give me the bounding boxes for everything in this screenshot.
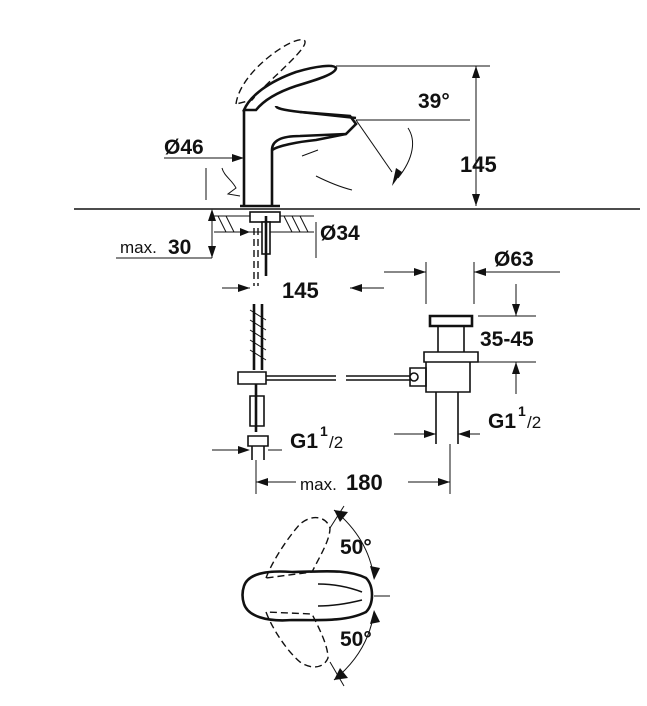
max-length-dimension: max. 180: [255, 444, 451, 495]
body-diameter-label: Ø46: [164, 136, 204, 159]
tap-thread-frac: 1: [320, 423, 328, 439]
lever-raised-outline: [235, 38, 306, 105]
reach-label: 145: [282, 278, 319, 303]
rotation-lower-label: 50°: [340, 628, 372, 651]
hole-diameter-label: Ø34: [320, 222, 360, 245]
faucet-side-view: [235, 38, 358, 208]
height-label: 145: [460, 152, 497, 177]
rotation-upper-label: 50°: [340, 536, 372, 559]
lever: [242, 64, 338, 112]
lever-rotated-lower: [264, 611, 329, 668]
lever-rotated-upper: [264, 517, 331, 579]
spout-angle-dimension: 39°: [301, 90, 470, 191]
tap-thread-main: G1: [290, 430, 318, 453]
popup-diameter-dimension: Ø63: [384, 248, 560, 304]
lever-top: [241, 569, 374, 622]
popup-range-label: 35-45: [480, 328, 534, 351]
height-dimension: 145: [336, 65, 497, 206]
drain-thread-frac: 1: [518, 403, 526, 419]
max-length-prefix: max.: [300, 475, 337, 494]
pull-rod: [237, 304, 410, 460]
drain-thread-dimension: G1 1 /2: [394, 403, 541, 438]
popup-range-dimension: 35-45: [478, 284, 536, 394]
max-thickness-value: 30: [168, 236, 191, 259]
faucet-body: [242, 105, 358, 206]
max-thickness-prefix: max.: [120, 238, 157, 257]
spout-angle-label: 39°: [418, 90, 450, 113]
drain-thread-den: /2: [527, 413, 541, 432]
reach-dimension: 145: [222, 278, 384, 303]
drain-thread-main: G1: [488, 410, 516, 433]
spout: [271, 110, 357, 152]
tap-thread-dimension: G1 1 /2: [212, 423, 343, 454]
max-length-value: 180: [346, 470, 383, 495]
popup-cap: [428, 314, 474, 328]
hole-diameter-dimension: Ø34: [211, 216, 360, 258]
mounting-hardware: [249, 211, 281, 286]
drain-assembly: [409, 314, 479, 444]
popup-diameter-label: Ø63: [494, 248, 534, 271]
faucet-top-view: [241, 517, 374, 668]
body-diameter-dimension: Ø46: [164, 136, 244, 200]
tap-thread-den: /2: [329, 433, 343, 452]
rotation-dimensions: 50° 50°: [329, 505, 390, 687]
max-thickness-dimension: max. 30: [116, 209, 216, 259]
